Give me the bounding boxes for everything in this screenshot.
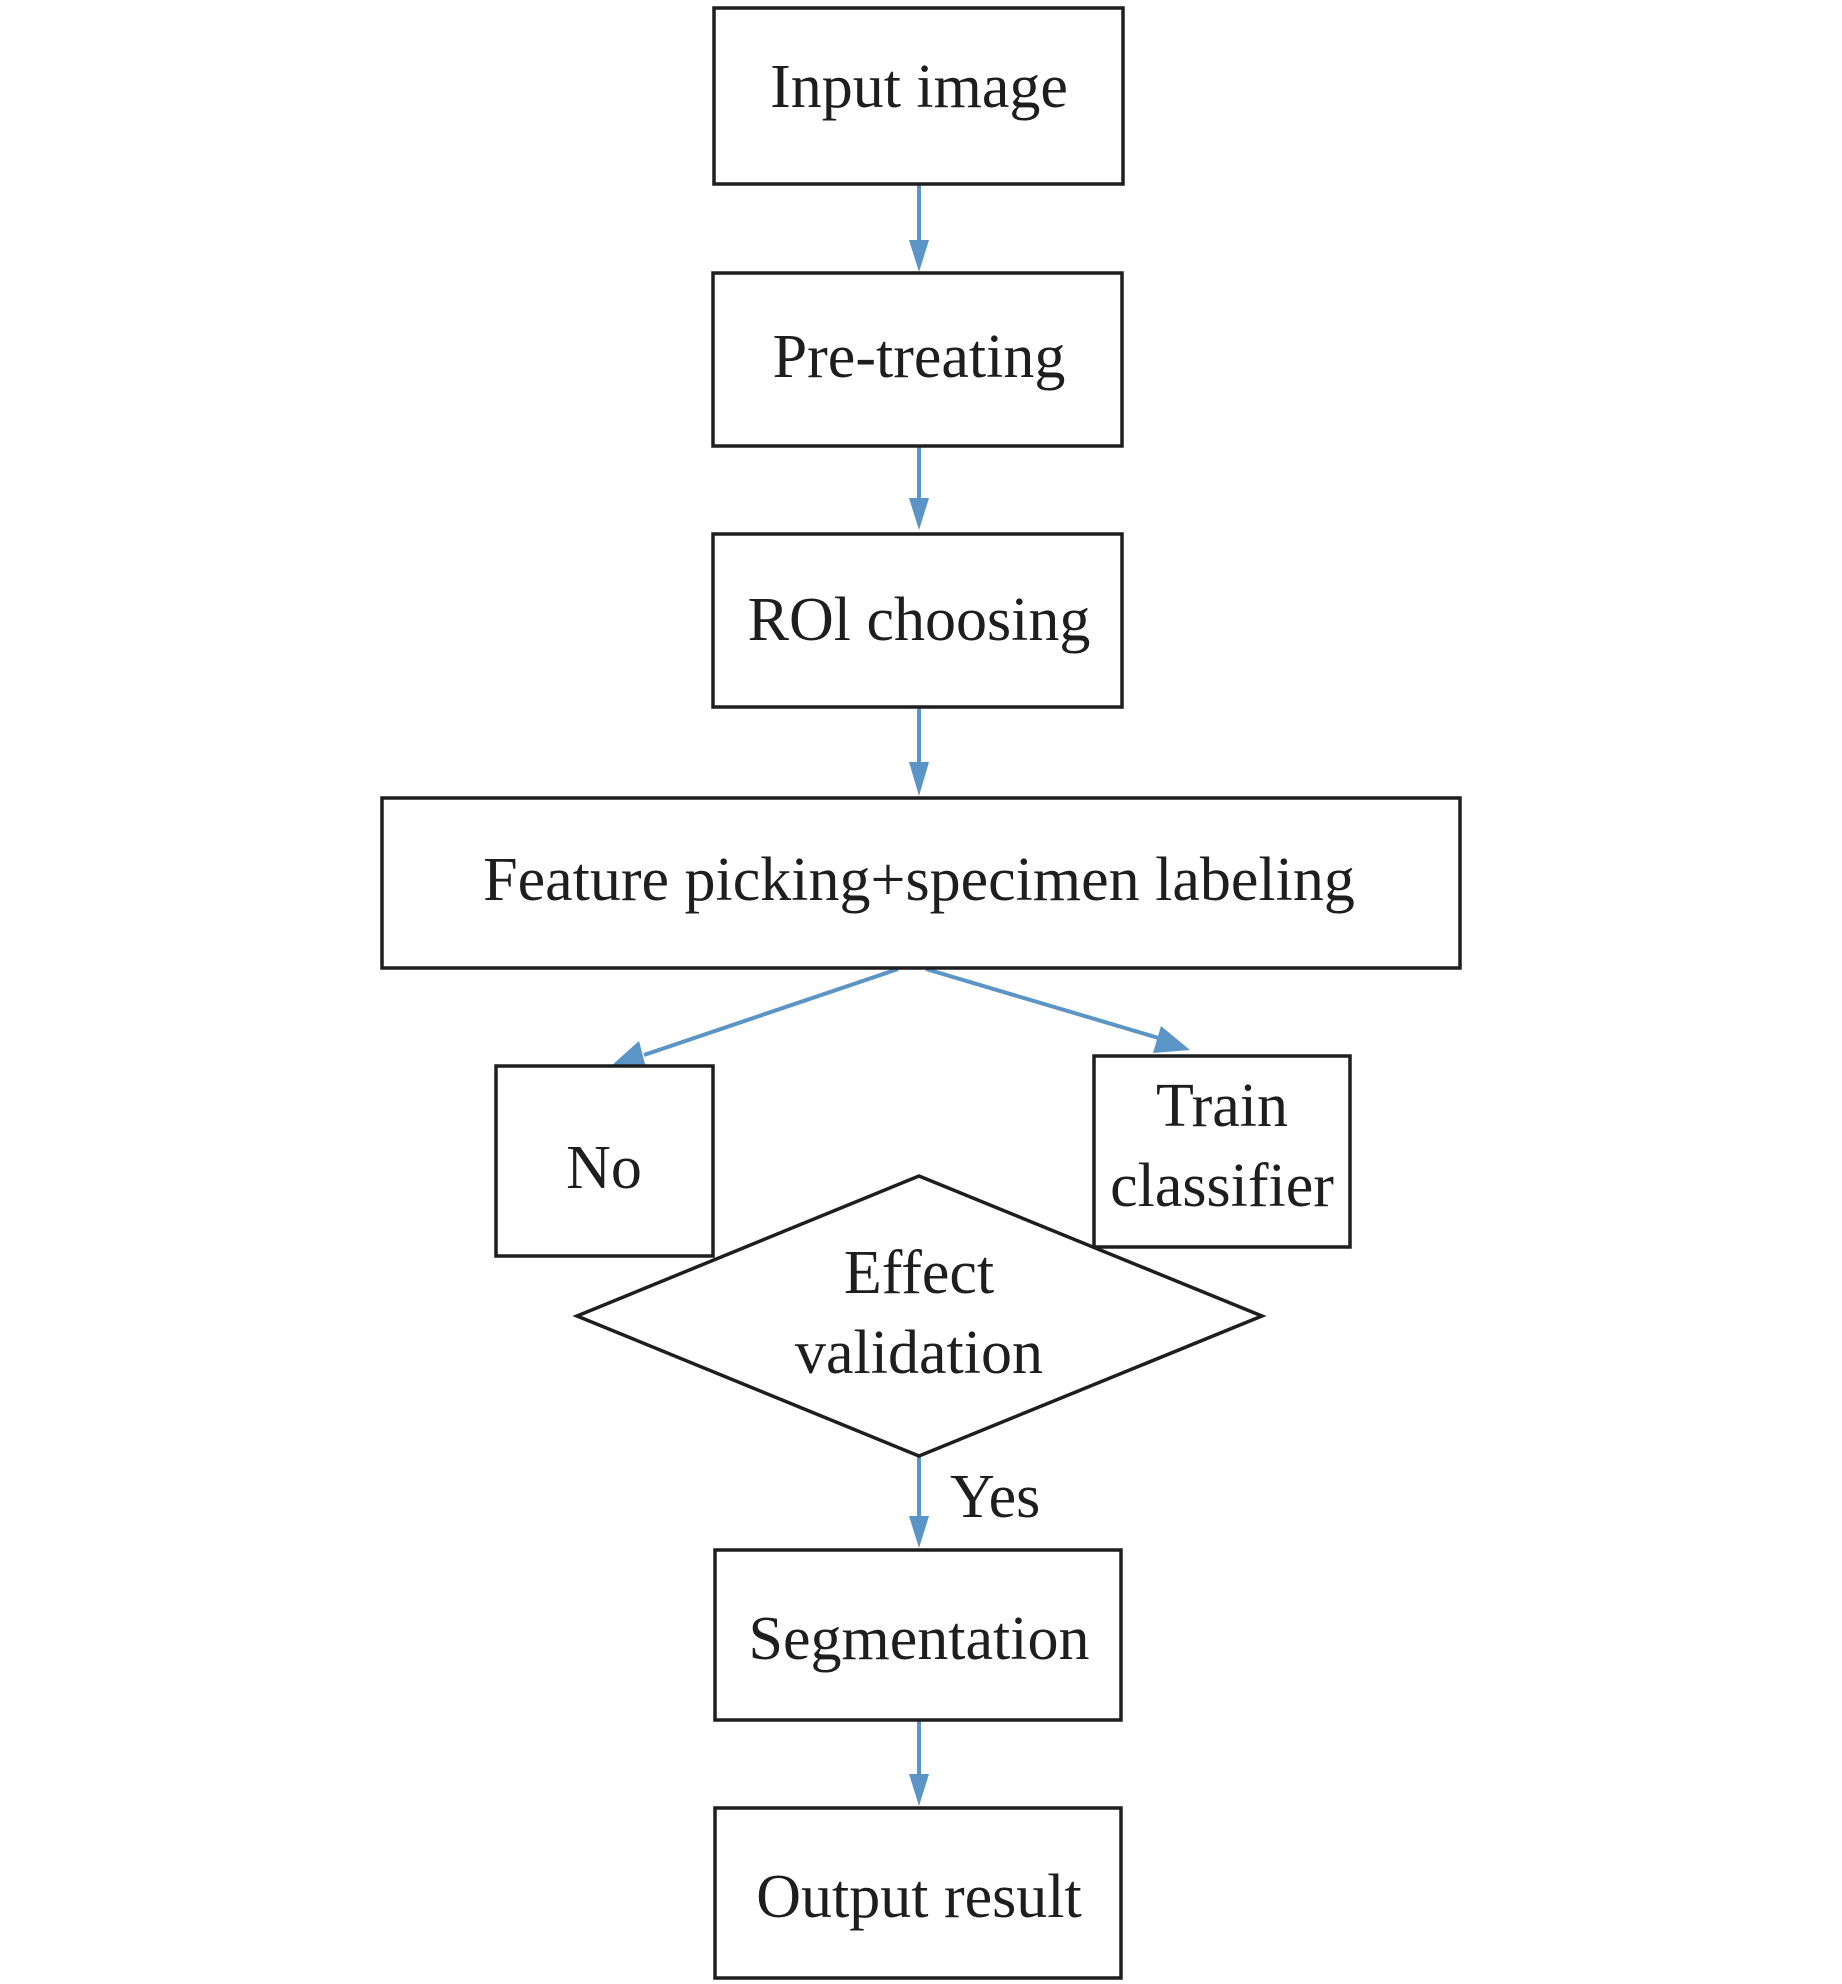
arrow-feature-to-no xyxy=(611,967,899,1068)
node-output-result: Output result xyxy=(713,1806,1123,1980)
arrow-feature-to-train xyxy=(925,967,1190,1053)
roi-choosing-label: ROl choosing xyxy=(748,586,1091,654)
effect-label: Effect xyxy=(844,1239,994,1307)
node-pre-treating: Pre-treating xyxy=(711,271,1124,448)
input-image-label: Input image xyxy=(770,53,1068,121)
arrow-input-to-pretreating xyxy=(909,184,929,272)
output-result-label: Output result xyxy=(756,1863,1081,1931)
no-label: No xyxy=(566,1134,642,1202)
segmentation-label: Segmentation xyxy=(749,1605,1090,1673)
arrow-pretreating-to-roi xyxy=(909,446,929,530)
yes-edge-label: Yes xyxy=(950,1463,1040,1531)
arrow-validation-to-segmentation xyxy=(909,1456,929,1548)
node-train-classifier: Train classifier xyxy=(1092,1054,1352,1249)
decision-effect-validation: Effect validation xyxy=(572,1174,1267,1458)
connectors xyxy=(611,184,1190,1806)
node-roi-choosing: ROl choosing xyxy=(711,532,1124,709)
node-segmentation: Segmentation xyxy=(713,1548,1123,1722)
node-no: No xyxy=(494,1064,715,1258)
arrow-segmentation-to-output xyxy=(909,1720,929,1806)
train-label: Train xyxy=(1156,1072,1288,1140)
arrow-roi-to-feature xyxy=(909,707,929,796)
classifier-label: classifier xyxy=(1110,1152,1334,1220)
node-input-image: Input image xyxy=(712,6,1125,186)
feature-picking-label: Feature picking+specimen labeling xyxy=(483,846,1355,914)
node-feature-picking: Feature picking+specimen labeling xyxy=(380,796,1462,970)
validation-label: validation xyxy=(795,1319,1043,1387)
pre-treating-label: Pre-treating xyxy=(773,323,1066,391)
